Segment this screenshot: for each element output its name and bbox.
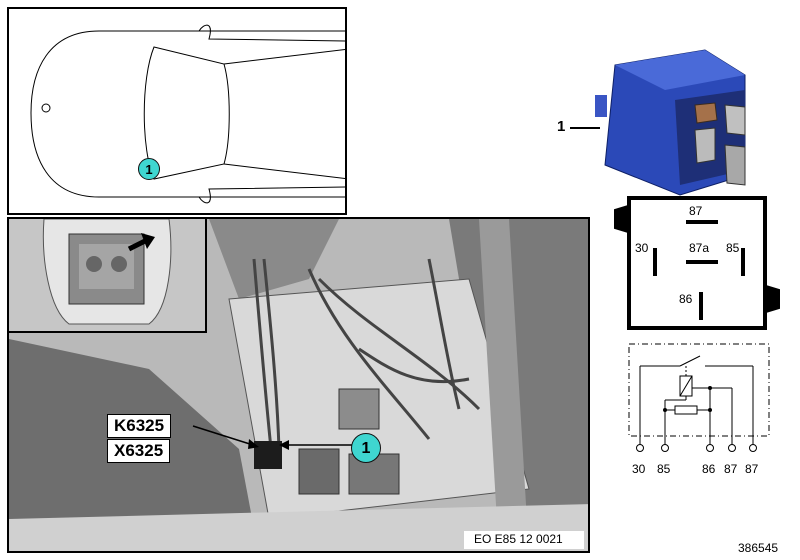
pin-30-label: 30: [635, 241, 649, 255]
relay-image: [595, 49, 746, 196]
top-view-callout: 1: [138, 158, 160, 180]
pin-diagram-left-tab: [614, 205, 628, 233]
schematic-terminal-86: 86: [702, 462, 716, 476]
car-top-view-panel: 1: [7, 7, 347, 215]
figure-id: 386545: [738, 541, 779, 555]
schematic-terminal-30: 30: [632, 462, 646, 476]
pin-86-label: 86: [679, 292, 693, 306]
pin-85-bar: [741, 248, 745, 276]
pin-85-label: 85: [726, 241, 740, 255]
pin-87-label: 87: [689, 204, 703, 218]
schematic-terminal-85: 85: [657, 462, 671, 476]
pin-87a-bar: [686, 260, 718, 264]
pin-87-bar: [686, 220, 718, 224]
photo-reference-code: EO E85 12 0021: [474, 532, 563, 546]
car-outline-drawing: [30, 24, 345, 204]
relay-schematic: [628, 343, 770, 452]
schematic-terminal-87-a: 87: [724, 462, 738, 476]
connector-label-x6325: X6325: [107, 439, 171, 463]
relay-callout-number: 1: [557, 118, 566, 135]
engine-bay-inset: [9, 219, 207, 333]
relay-label-k6325: K6325: [107, 414, 172, 438]
engine-bay-photo: [9, 219, 588, 551]
pin-diagram-right-tab: [766, 285, 780, 313]
pin-86-bar: [699, 292, 703, 320]
pin-30-bar: [653, 248, 657, 276]
relay-pin-diagram: 87 30 87a 85 86: [627, 196, 767, 330]
schematic-terminal-87-b: 87: [745, 462, 759, 476]
pin-87a-label: 87a: [689, 241, 710, 255]
label-arrows: [192, 425, 352, 450]
engine-bay-photo-panel: K6325 X6325 1 EO E85 12 0021: [7, 217, 590, 553]
relay-leader-line: [570, 127, 600, 129]
photo-callout: 1: [351, 433, 381, 463]
